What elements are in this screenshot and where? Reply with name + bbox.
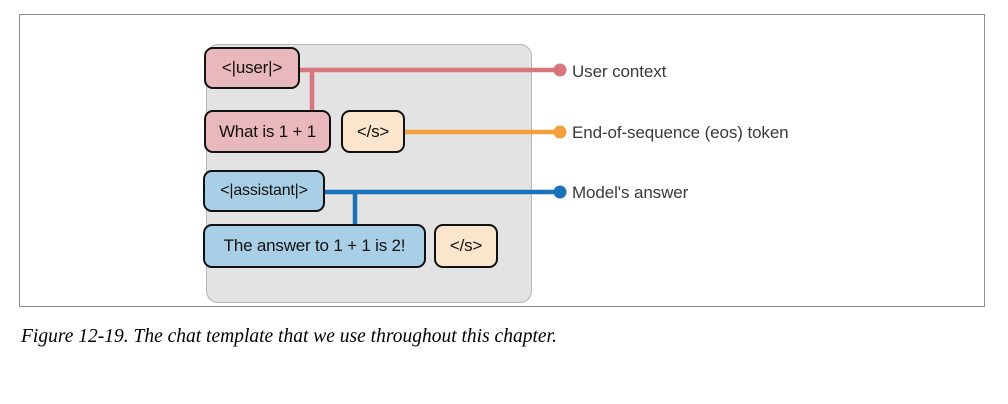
figure-caption: Figure 12-19. The chat template that we … xyxy=(21,326,557,347)
figure-frame xyxy=(19,14,985,307)
token-box-eos-second[interactable]: </s> xyxy=(434,224,498,268)
token-box-assistant-message[interactable]: The answer to 1 + 1 is 2! xyxy=(203,224,426,268)
token-box-eos-first[interactable]: </s> xyxy=(341,110,405,153)
legend-label-eos-token: End-of-sequence (eos) token xyxy=(572,123,789,142)
token-box-user-role[interactable]: <|user|> xyxy=(204,47,300,89)
legend-label-user-context: User context xyxy=(572,62,667,81)
token-box-user-message[interactable]: What is 1 + 1 xyxy=(204,110,331,153)
legend-label-model-answer: Model's answer xyxy=(572,183,689,202)
token-box-assistant-role[interactable]: <|assistant|> xyxy=(203,170,325,212)
